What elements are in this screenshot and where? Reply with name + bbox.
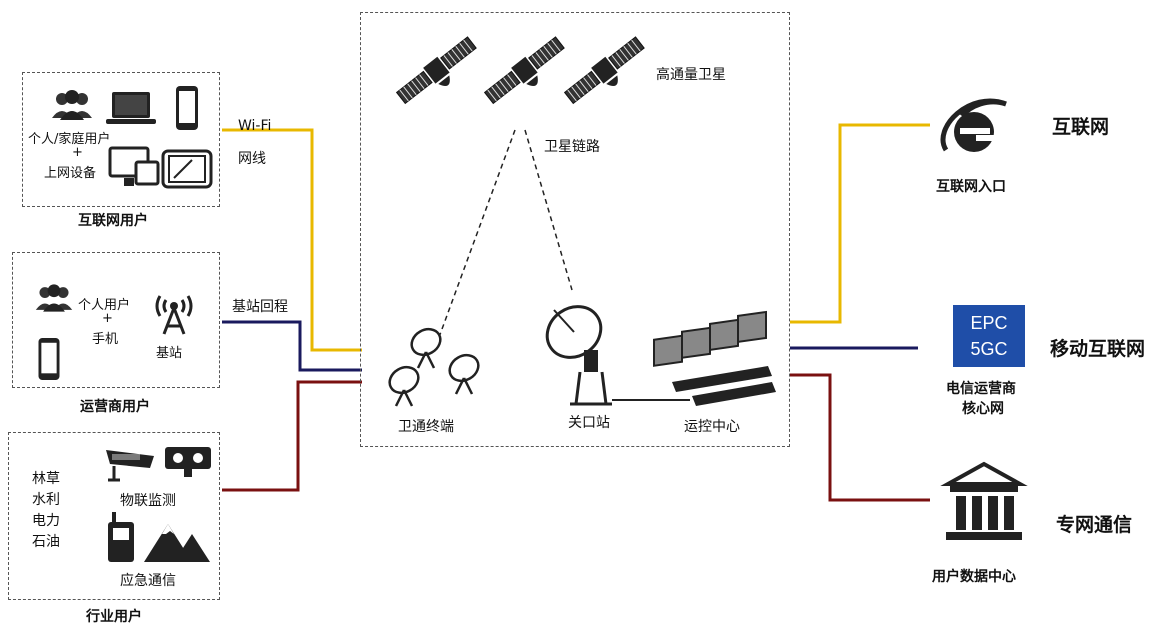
industry-item: 石油 [32,531,60,551]
operator-users-title: 运营商用户 [80,396,150,416]
ie-icon [940,98,1010,160]
satellite-icon [480,30,570,112]
mobile-internet-label: 移动互联网 [1050,334,1145,361]
laptop-icon [106,90,156,126]
industry-item: 电力 [32,510,60,530]
control-center-icon [652,326,778,410]
internet-entry-label: 互联网入口 [936,176,1006,196]
iot-monitoring-label: 物联监测 [120,490,176,510]
operator-line-left [222,322,362,370]
operator-users-label2: 手机 [92,328,118,347]
camera-icon [104,446,156,484]
backhaul-label: 基站回程 [232,296,288,316]
epc-label: EPC [953,310,1025,336]
antenna-tower-icon [152,290,196,336]
private-network-label: 专网通信 [1056,510,1132,537]
data-center-label: 用户数据中心 [932,566,1016,586]
operator-users-plus: + [102,311,113,326]
wifi-label: Wi-Fi [238,118,271,134]
tablet-icon [162,150,212,188]
internet-line-right [790,125,930,322]
phone-icon [38,338,60,380]
core-network-label2: 核心网 [962,398,1004,418]
internet-label: 互联网 [1052,112,1109,139]
desktop-icon [110,148,158,190]
5gc-label: 5GC [953,336,1025,362]
emergency-comm-label: 应急通信 [120,570,176,590]
epc-5gc-badge: EPC 5GC [953,305,1025,367]
sat-terminal-label: 卫通终端 [398,416,454,436]
hts-label: 高通量卫星 [656,64,726,84]
bank-building-icon [944,462,1024,544]
industry-line-left [222,382,362,490]
internet-users-plus: + [72,145,83,160]
industry-item: 林草 [32,468,60,488]
internet-users-title: 互联网用户 [78,210,148,230]
industry-users-title: 行业用户 [86,606,142,626]
people-icon [34,284,74,312]
gateway-antenna-icon [540,296,616,408]
core-network-label1: 电信运营商 [946,378,1016,398]
cable-label: 网线 [238,148,266,168]
base-station-label: 基站 [156,342,182,361]
mountain-icon [144,520,210,562]
dish-icon [384,364,424,408]
satellite-icon [560,30,650,112]
phone-icon [176,86,198,130]
people-icon [50,90,94,120]
industry-item: 水利 [32,489,60,509]
satellite-icon [392,30,482,112]
internet-users-label1: 个人/家庭用户 [28,128,110,147]
satellite-link-label: 卫星链路 [544,136,600,156]
walkie-talkie-icon [108,512,134,562]
dish-icon [444,352,484,396]
internet-users-label2: 上网设备 [44,162,96,181]
private-line-right [790,375,930,500]
ops-center-label: 运控中心 [684,416,740,436]
sensor-icon [164,446,212,480]
gateway-label: 关口站 [568,412,610,432]
